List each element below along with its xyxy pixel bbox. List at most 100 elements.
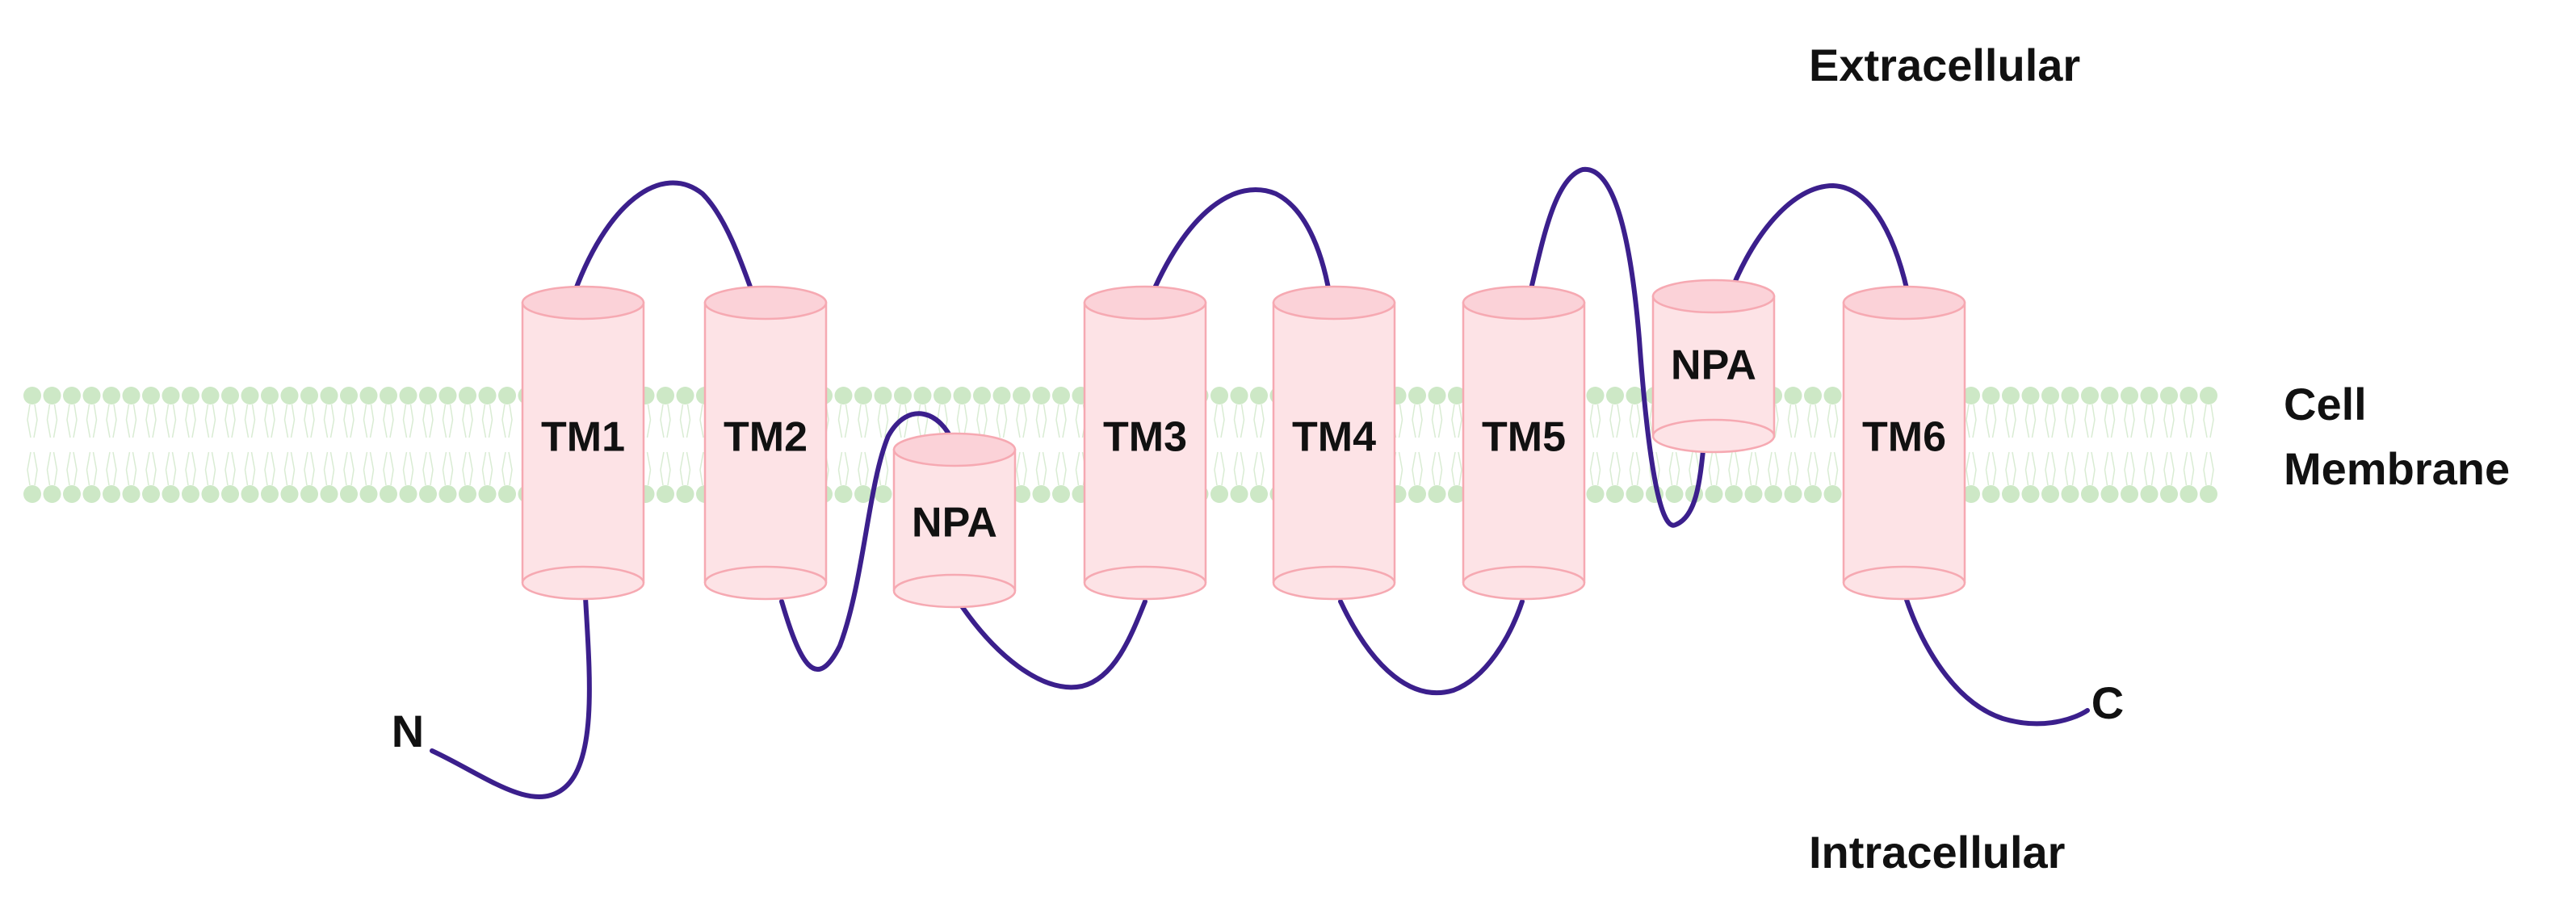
- lipid-head: [854, 387, 872, 404]
- loop-tm4-tm5-intracellular: [1338, 599, 1525, 696]
- lipid-tail: [837, 404, 850, 486]
- lipid-tail: [1451, 404, 1462, 486]
- lipid-head: [1230, 485, 1248, 503]
- lipid-head: [1744, 485, 1763, 503]
- lipid-head: [874, 485, 892, 503]
- lipid-head: [399, 485, 417, 503]
- lipid-tail: [46, 404, 58, 486]
- lipid-head: [300, 387, 318, 404]
- lipid-head: [2021, 485, 2040, 503]
- lipid-head: [459, 387, 476, 404]
- lipid-head: [221, 485, 239, 503]
- lipid-tail: [27, 404, 38, 486]
- lipid-head: [2180, 387, 2198, 404]
- lipid-tail: [2045, 404, 2056, 486]
- helix-bottom-rim-tm4: [1272, 565, 1396, 584]
- lipid-head: [320, 485, 338, 503]
- helix-body-npa1: [892, 448, 1017, 609]
- helix-body-tm6: [1842, 301, 1966, 601]
- lipid-tail: [86, 404, 98, 486]
- lipid-head: [1408, 387, 1426, 404]
- lipid-head: [676, 485, 694, 503]
- helix-bottom-rim-tm5: [1462, 565, 1586, 584]
- lipid-tail: [1827, 404, 1839, 486]
- helix-top-cap-npa1: [892, 432, 1017, 467]
- lipid-tail: [917, 404, 929, 486]
- lipid-tail: [323, 404, 335, 486]
- lipid-tail: [2143, 404, 2155, 486]
- lipid-tail: [2005, 404, 2016, 486]
- c-terminus-tail: [1903, 595, 2090, 727]
- lipid-head: [1982, 387, 2000, 404]
- helix-body-tm2: [703, 301, 828, 601]
- lipid-tail: [185, 404, 196, 486]
- lipid-head: [1013, 387, 1030, 404]
- helix-label-tm5: TM5: [1482, 414, 1566, 461]
- lipid-head: [2200, 485, 2217, 503]
- lipid-head: [438, 485, 457, 503]
- lipid-head: [676, 387, 694, 404]
- lipid-tail: [224, 404, 236, 486]
- lipid-head: [1962, 387, 1980, 404]
- loop-npa1-tm3-intracellular: [954, 597, 1147, 690]
- polypeptide-backbone: [430, 166, 2090, 799]
- lipid-head: [834, 485, 853, 503]
- lipid-head: [23, 485, 41, 503]
- lipid-tail: [402, 404, 414, 486]
- helix-body-tm1: [521, 301, 645, 601]
- lipid-head: [1606, 387, 1624, 404]
- lipid-head: [1764, 485, 1782, 503]
- lipid-head: [2081, 485, 2099, 503]
- lipid-head: [478, 485, 497, 503]
- lipid-tail: [1214, 404, 1225, 486]
- lipid-tail: [996, 404, 1008, 486]
- lipid-head: [182, 387, 199, 404]
- lipid-head: [2121, 387, 2138, 404]
- loop-npa2-tm6-extracellular: [1726, 182, 1912, 305]
- lipid-head: [992, 387, 1011, 404]
- lipid-head: [2061, 485, 2079, 503]
- helix-label-tm4: TM4: [1292, 414, 1376, 461]
- helix-top-cap-tm2: [703, 285, 828, 321]
- lipid-tail: [244, 404, 256, 486]
- lipid-head: [1784, 485, 1802, 503]
- helix-tm6: TM6: [1842, 285, 1966, 601]
- lipid-head: [63, 485, 81, 503]
- lipid-head: [1982, 485, 2000, 503]
- helix-bottom-rim-tm3: [1083, 565, 1207, 584]
- lipid-head: [2002, 387, 2020, 404]
- lipid-tail: [1985, 404, 1997, 486]
- lipid-head: [894, 387, 912, 404]
- helix-top-cap-tm1: [521, 285, 645, 321]
- lipid-head: [438, 387, 457, 404]
- lipid-head: [221, 387, 239, 404]
- lipid-tail: [956, 404, 968, 486]
- lipid-tail: [283, 404, 296, 486]
- lipid-head: [2180, 485, 2198, 503]
- lipid-head: [261, 485, 279, 503]
- lipid-head: [261, 387, 279, 404]
- helix-npa1: NPA: [892, 432, 1017, 609]
- loop-tm5-npa2: [1528, 166, 1706, 528]
- helix-tm3: TM3: [1083, 285, 1207, 601]
- lipid-head: [201, 485, 220, 503]
- helix-label-npa1: NPA: [912, 500, 997, 547]
- lipid-tail: [2024, 404, 2037, 486]
- lipid-head: [340, 387, 358, 404]
- lipid-tail: [264, 404, 275, 486]
- helix-top-cap-tm5: [1462, 285, 1586, 321]
- lipid-tail: [679, 404, 691, 486]
- loop-tm3-tm4-extracellular: [1146, 187, 1333, 305]
- helix-top-cap-npa2: [1651, 279, 1776, 314]
- lipid-head: [182, 485, 199, 503]
- c-terminus-label: C: [2091, 677, 2124, 728]
- helix-top-cap-tm4: [1272, 285, 1396, 321]
- lipid-head: [1823, 387, 1842, 404]
- lipid-head: [913, 387, 932, 404]
- membrane-label-line2: Membrane: [2284, 443, 2510, 494]
- lipid-tail: [1589, 404, 1601, 486]
- lipid-head: [63, 387, 81, 404]
- lipid-head: [23, 387, 41, 404]
- lipid-tail: [363, 404, 375, 486]
